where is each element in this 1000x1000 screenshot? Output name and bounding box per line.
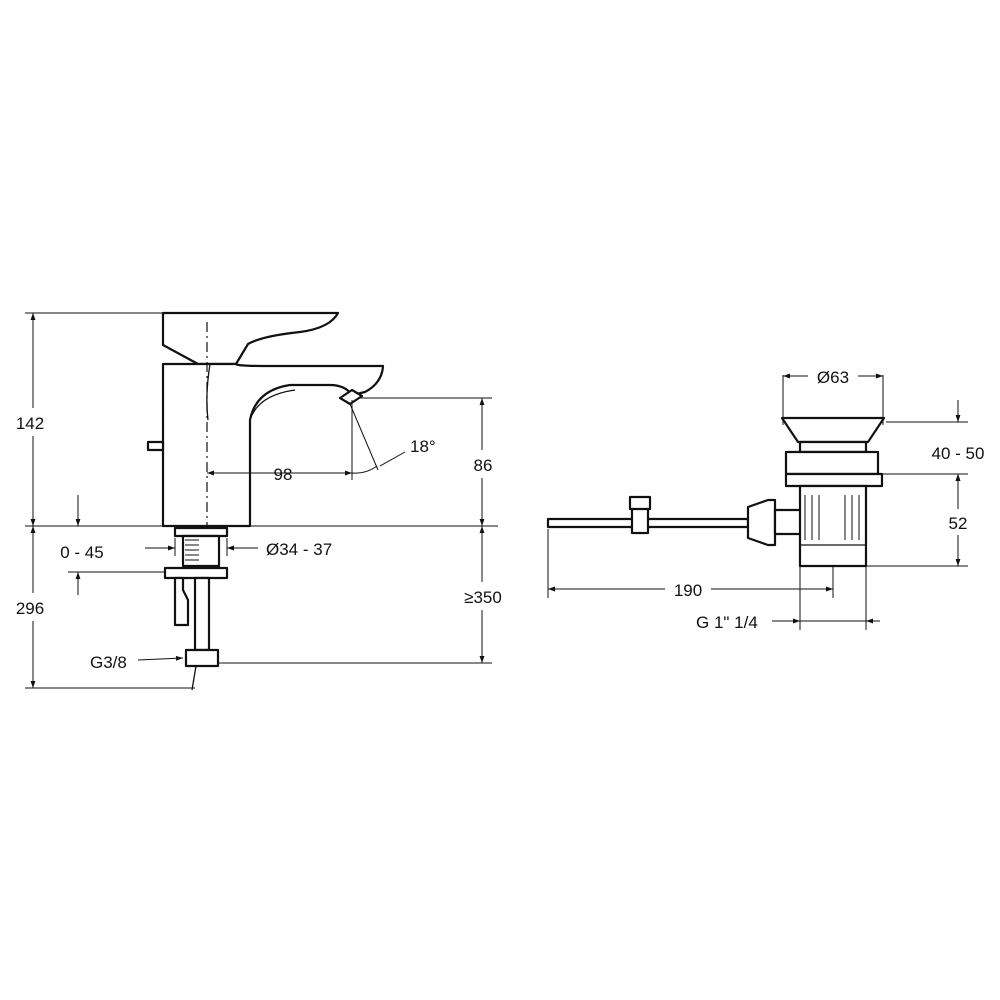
- angle-ray: [349, 403, 379, 471]
- rod-connector-body: [773, 508, 803, 536]
- pop-up-rod: [146, 440, 165, 452]
- waste-nut: [784, 472, 884, 488]
- hose-connector: [184, 648, 220, 668]
- adjust-range-label: 40 - 50: [932, 444, 985, 463]
- tap-body: [161, 362, 385, 528]
- supply-hose: [193, 576, 211, 652]
- waste-body: [798, 484, 868, 568]
- spout-angle-label: 18°: [410, 437, 436, 456]
- fixing-nut: [163, 566, 229, 580]
- outlet-thread-label: G 1" 1/4: [696, 613, 758, 632]
- hose-length-label: ≥350: [464, 588, 502, 607]
- plug-head: [780, 416, 886, 444]
- tap-height-label: 142: [16, 414, 44, 433]
- hole-diameter-label: Ø34 - 37: [266, 540, 332, 559]
- rod-clip: [630, 505, 650, 535]
- pop-up-waste-drawing: Ø63 40 - 50 52 190 G 1" 1/4: [546, 362, 985, 632]
- body-height-label: 52: [949, 514, 968, 533]
- spout-height-label: 86: [474, 456, 493, 475]
- plug-diameter-label: Ø63: [817, 368, 849, 387]
- tap-lever: [161, 311, 340, 366]
- rod-connector-nut: [746, 498, 777, 547]
- below-deck-label: 296: [16, 599, 44, 618]
- angle-arc: [351, 465, 378, 474]
- body-threads: [804, 495, 860, 540]
- gasket: [173, 526, 229, 538]
- threaded-stud: [181, 534, 221, 568]
- deck-thickness-label: 0 - 45: [60, 543, 103, 562]
- plug-stem: [798, 440, 868, 454]
- rod-clip-screw: [628, 495, 652, 511]
- rod-length-label: 190: [674, 581, 702, 600]
- connection-label: G3/8: [90, 653, 127, 672]
- hose-end: [191, 665, 197, 691]
- angle-leader: [379, 451, 406, 467]
- connection-leader: [137, 655, 184, 661]
- basin-tap-drawing: 142 98 18° 86 0 - 45 Ø34 - 37 296: [10, 311, 512, 691]
- spout-edge: [249, 389, 296, 421]
- tap-body-edge: [206, 363, 211, 421]
- aerator: [338, 388, 364, 406]
- spout-reach-label: 98: [274, 465, 293, 484]
- stud-threads: [185, 539, 199, 561]
- flange: [784, 450, 880, 476]
- fixing-bracket: [173, 576, 190, 627]
